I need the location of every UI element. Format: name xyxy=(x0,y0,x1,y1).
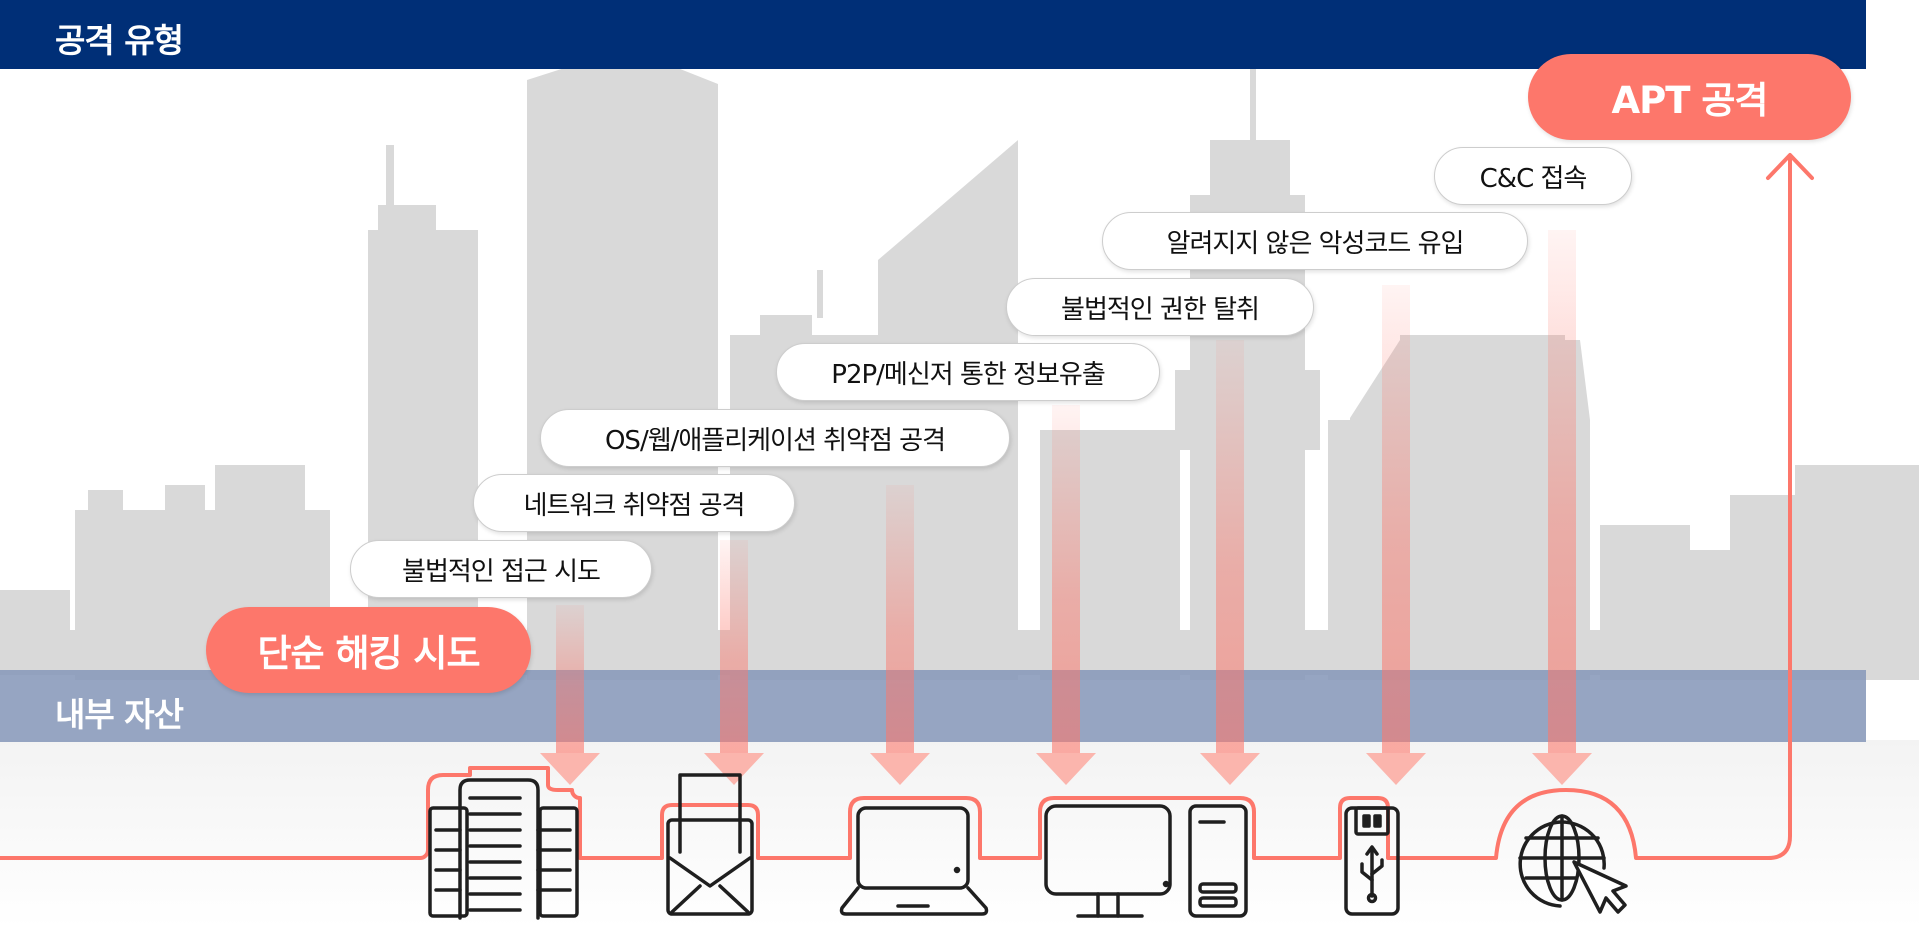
attack-step-unauthorized-access: 불법적인 접근 시도 xyxy=(350,540,652,598)
desktop-computer-icon xyxy=(1044,804,1248,918)
server-rack-icon xyxy=(428,778,579,920)
apt-attack-label: APT 공격 xyxy=(1528,54,1851,140)
header-title: 공격 유형 xyxy=(55,21,184,60)
attack-arrow-5 xyxy=(1200,340,1260,785)
attack-step-unknown-malware: 알려지지 않은 악성코드 유입 xyxy=(1102,212,1528,270)
asset-connection-line xyxy=(0,153,1814,860)
assets-band-title: 내부 자산 xyxy=(55,695,184,734)
attack-step-p2p-messenger-leak: P2P/메신저 통한 정보유출 xyxy=(776,343,1160,401)
attack-arrow-7 xyxy=(1532,230,1592,785)
usb-drive-icon xyxy=(1344,806,1400,916)
attack-step-cnc-connection: C&C 접속 xyxy=(1434,147,1632,205)
attack-arrow-4 xyxy=(1036,405,1096,785)
attack-step-network-vulnerability: 네트워크 취약점 공격 xyxy=(473,474,795,532)
attack-arrow-2 xyxy=(704,540,764,785)
email-envelope-icon xyxy=(666,773,754,916)
laptop-icon xyxy=(839,806,989,916)
simple-hacking-attempt-label: 단순 해킹 시도 xyxy=(206,607,531,693)
attack-step-privilege-hijack: 불법적인 권한 탈취 xyxy=(1006,278,1314,336)
attack-arrow-6 xyxy=(1366,285,1426,785)
attack-arrow-1 xyxy=(540,605,600,785)
attack-step-os-web-app-vulnerability: OS/웹/애플리케이션 취약점 공격 xyxy=(540,409,1010,467)
globe-cursor-icon xyxy=(1518,814,1628,914)
attack-arrow-3 xyxy=(870,485,930,785)
